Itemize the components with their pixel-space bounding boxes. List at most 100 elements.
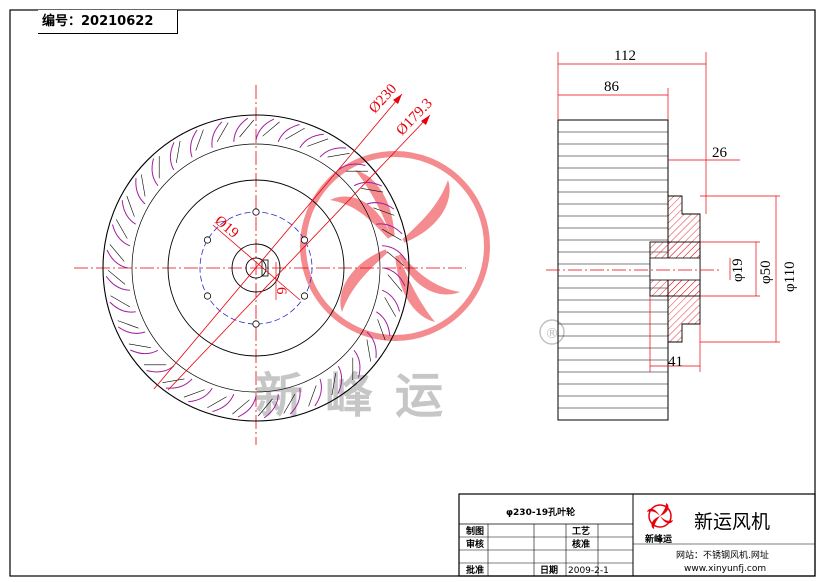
blade — [353, 181, 382, 187]
blade-edge — [285, 127, 305, 140]
blade — [135, 177, 146, 205]
blade — [263, 394, 279, 419]
bolt-hole — [300, 236, 309, 244]
bolt-hole — [203, 292, 212, 300]
blade-edge — [381, 228, 402, 241]
outer-circle — [102, 114, 410, 422]
blade-edge — [176, 140, 181, 163]
blade — [255, 118, 275, 141]
blade-edge — [327, 153, 350, 158]
title-block-title: φ230-19孔叶轮 — [506, 506, 575, 518]
blade — [109, 301, 136, 313]
blade-group — [105, 117, 407, 419]
blade-inner-circle — [131, 143, 381, 393]
blade-edge — [262, 121, 280, 137]
bore-circle — [245, 257, 267, 279]
blade-edge — [283, 393, 296, 414]
dim-keyway: 6 — [273, 287, 289, 295]
blade-edge — [373, 207, 395, 216]
blade — [105, 275, 130, 291]
side-view: 112 86 26 φ110 φ50 φ19 41 — [546, 48, 798, 421]
blade-edge — [386, 251, 405, 267]
blade-edge — [308, 385, 317, 407]
label-date: 日期 — [540, 564, 558, 576]
hub-circle — [231, 243, 281, 293]
blade — [112, 224, 131, 247]
blade — [289, 388, 301, 415]
blade-edge — [384, 297, 397, 317]
blade — [366, 202, 395, 210]
blade — [299, 133, 324, 148]
blade — [130, 349, 159, 355]
blade — [277, 124, 300, 143]
blade-edge — [232, 399, 250, 415]
blade — [381, 289, 400, 312]
dim-side-bore: φ19 — [730, 258, 746, 282]
blade — [337, 365, 343, 394]
blade-edge — [128, 343, 151, 348]
company-logo — [647, 503, 673, 529]
date-value: 2009-2-1 — [568, 566, 609, 576]
keyway — [261, 259, 269, 277]
blade-edge — [117, 320, 139, 329]
dim-hub-length: 41 — [668, 354, 683, 370]
blade — [366, 331, 377, 359]
blade — [151, 158, 159, 187]
bolt-hole — [252, 320, 260, 328]
blade — [190, 129, 198, 158]
blade-edge — [331, 373, 336, 396]
blade-edge — [216, 122, 229, 143]
watermark-text: 新峰运 — [255, 368, 465, 424]
blade — [117, 326, 146, 334]
blade-edge — [183, 389, 205, 398]
registered-mark: ® — [539, 319, 565, 345]
blade-edge — [162, 378, 185, 383]
blade — [106, 249, 129, 269]
label-process: 工艺 — [572, 525, 590, 537]
blade — [211, 121, 223, 148]
svg-text:®: ® — [545, 326, 559, 342]
blade-edge — [107, 269, 126, 285]
blade-edge — [307, 138, 329, 147]
drawing-frame — [9, 9, 816, 577]
bolt-holes — [203, 208, 309, 328]
blade — [169, 142, 175, 171]
blade-edge — [377, 319, 386, 341]
blade-edge — [257, 398, 273, 417]
watermark-logo — [300, 151, 490, 341]
label-approve: 批准 — [466, 564, 484, 576]
label-review: 审核 — [466, 538, 484, 550]
blade — [233, 117, 249, 142]
blade — [314, 378, 322, 407]
blade-edge — [239, 119, 255, 138]
blade — [376, 223, 403, 235]
blade-edge — [366, 339, 371, 362]
blade-edge — [110, 295, 131, 308]
website-url: www.xinyunfj.com — [684, 564, 766, 574]
blade-edge — [109, 244, 125, 262]
title-block — [458, 493, 816, 577]
blade-edge — [387, 274, 403, 292]
bolt-hole — [203, 236, 212, 244]
blade-edge — [141, 174, 146, 197]
bolt-hole — [252, 208, 260, 216]
blade-edge — [207, 396, 227, 409]
backplate-circle — [167, 179, 345, 357]
blade — [212, 393, 235, 412]
label-check: 核准 — [572, 538, 590, 550]
dim-inner-diameter: Ø179.3 — [393, 96, 435, 139]
blade — [165, 378, 193, 389]
dim-blade-width: 86 — [604, 79, 620, 95]
drawing-code-label: 编号：20210622 — [38, 10, 178, 34]
blade — [146, 365, 175, 373]
dim-hub-diameter: φ50 — [758, 260, 774, 284]
blade-edge — [361, 188, 384, 193]
company-name: 新运风机 — [694, 511, 770, 533]
blade — [382, 245, 407, 261]
blade — [376, 311, 391, 336]
dim-flange-diameter: φ110 — [782, 261, 798, 292]
label-draft: 制图 — [466, 525, 484, 537]
blade — [383, 267, 406, 287]
blade — [121, 200, 136, 225]
